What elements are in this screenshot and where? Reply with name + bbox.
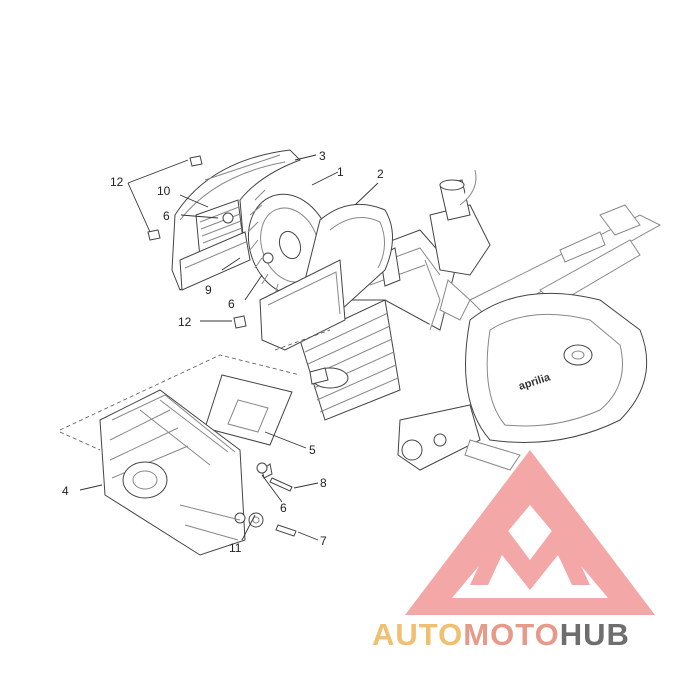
callout-5: 5 — [309, 443, 316, 457]
callout-2: 2 — [377, 167, 384, 181]
callout-12-lower: 12 — [178, 315, 192, 329]
callout-labels: 1 2 3 4 5 6 6 6 7 8 9 10 11 12 12 — [62, 149, 384, 555]
callout-6-upper: 6 — [163, 209, 170, 223]
fan-shroud-part-2 — [259, 203, 393, 351]
callout-8: 8 — [320, 476, 327, 490]
watermark-auto: AUTO — [372, 617, 463, 652]
callout-1: 1 — [337, 165, 344, 179]
callout-12-upper: 12 — [110, 175, 124, 189]
bolts-and-washers — [248, 462, 297, 537]
callout-3: 3 — [319, 149, 326, 163]
callout-4: 4 — [62, 484, 69, 498]
callout-6-middle: 6 — [228, 297, 235, 311]
watermark-logo — [405, 450, 655, 615]
callout-9: 9 — [205, 283, 212, 297]
watermark-triangle-icon — [405, 450, 655, 615]
watermark-text: AUTOMOTOHUB — [372, 617, 630, 652]
callout-11: 11 — [229, 541, 242, 555]
callout-10: 10 — [157, 184, 171, 198]
assembly-guide-lines — [59, 329, 331, 451]
watermark-hub: HUB — [560, 617, 630, 652]
leader-lines — [79, 154, 379, 541]
watermark-moto: MOTO — [463, 617, 559, 652]
watermark-inner-mark-icon — [470, 520, 590, 590]
cylinder-cover-part-4 — [99, 389, 246, 556]
callout-6-lower: 6 — [280, 501, 287, 515]
engine-assembly: aprilia — [299, 169, 662, 471]
screws — [147, 155, 274, 329]
gasket-part-5 — [204, 374, 293, 446]
callout-7: 7 — [320, 534, 327, 548]
